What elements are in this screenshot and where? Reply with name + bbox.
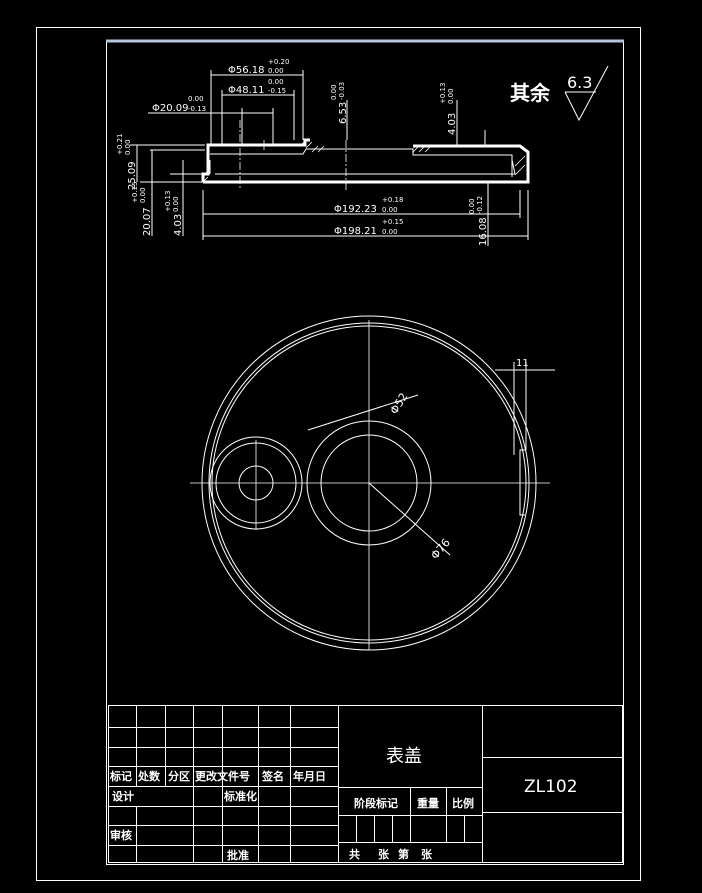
svg-text:处数: 处数 <box>137 769 161 783</box>
outer-border <box>36 27 641 881</box>
svg-text:+0.13: +0.13 <box>439 83 447 104</box>
svg-text:表盖: 表盖 <box>386 746 422 767</box>
svg-text:-0.03: -0.03 <box>338 82 346 100</box>
svg-text:+0.13: +0.13 <box>164 191 172 212</box>
svg-text:Φ48.11: Φ48.11 <box>228 85 265 96</box>
svg-text:年月日: 年月日 <box>293 769 326 783</box>
svg-text:分区: 分区 <box>168 769 190 783</box>
section-view <box>201 120 530 190</box>
svg-text:0.00: 0.00 <box>382 206 398 214</box>
svg-text:0.00: 0.00 <box>139 187 147 203</box>
svg-text:6.53: 6.53 <box>338 102 349 124</box>
svg-text:+0.18: +0.18 <box>382 196 403 204</box>
svg-text:Φ198.21: Φ198.21 <box>334 226 377 237</box>
svg-text:4.03: 4.03 <box>447 113 458 135</box>
svg-text:ZL102: ZL102 <box>524 777 578 797</box>
svg-text:0.00: 0.00 <box>268 78 284 86</box>
svg-text:设计: 设计 <box>112 789 134 803</box>
svg-text:审核: 审核 <box>110 828 132 842</box>
svg-text:0.00: 0.00 <box>188 95 204 103</box>
svg-text:Φ56.18: Φ56.18 <box>228 65 265 76</box>
svg-text:标准化: 标准化 <box>223 789 257 803</box>
svg-text:6.3: 6.3 <box>567 73 592 92</box>
svg-text:张: 张 <box>421 847 433 861</box>
svg-text:0.00: 0.00 <box>268 67 284 75</box>
svg-text:Φ76: Φ76 <box>428 536 453 562</box>
svg-text:-0.12: -0.12 <box>476 196 484 214</box>
svg-text:0.00: 0.00 <box>172 196 180 212</box>
svg-text:+0.21: +0.21 <box>116 134 124 155</box>
drawing-frame <box>106 40 624 865</box>
svg-text:其余: 其余 <box>510 81 551 105</box>
svg-text:20.07: 20.07 <box>142 207 153 236</box>
svg-text:签名: 签名 <box>261 769 284 783</box>
svg-text:0.00: 0.00 <box>447 88 455 104</box>
svg-text:更改文件号: 更改文件号 <box>195 769 250 783</box>
svg-text:Φ52: Φ52 <box>388 390 411 416</box>
svg-text:-0.15: -0.15 <box>268 87 286 95</box>
svg-text:+0.15: +0.15 <box>131 182 139 203</box>
svg-text:25.09: 25.09 <box>127 161 138 190</box>
svg-text:0.00: 0.00 <box>330 84 338 100</box>
svg-text:Φ192.23: Φ192.23 <box>334 204 377 215</box>
svg-text:16.08: 16.08 <box>478 217 489 246</box>
svg-text:第: 第 <box>398 847 409 861</box>
svg-text:0.00: 0.00 <box>382 228 398 236</box>
svg-text:重量: 重量 <box>417 796 439 810</box>
svg-text:阶段标记: 阶段标记 <box>354 796 398 810</box>
surface-finish-symbol: 其余 6.3 <box>510 65 609 122</box>
svg-text:共: 共 <box>349 847 360 861</box>
svg-text:标记: 标记 <box>109 769 132 783</box>
svg-text:11: 11 <box>516 358 529 369</box>
svg-text:4.03: 4.03 <box>173 214 184 236</box>
svg-text:-0.13: -0.13 <box>188 105 206 113</box>
svg-text:批准: 批准 <box>227 848 249 862</box>
svg-text:张: 张 <box>378 847 390 861</box>
plan-view <box>190 315 550 651</box>
section-dimensions: Φ56.18 +0.20 0.00 Φ48.11 0.00 -0.15 Φ20.… <box>116 58 529 246</box>
svg-text:Φ20.09: Φ20.09 <box>152 103 189 114</box>
svg-text:+0.20: +0.20 <box>268 58 289 66</box>
svg-text:0.00: 0.00 <box>468 198 476 214</box>
svg-text:比例: 比例 <box>452 796 474 810</box>
svg-text:0.00: 0.00 <box>124 139 132 155</box>
svg-text:+0.15: +0.15 <box>382 218 403 226</box>
title-block: 标记 处数 分区 更改文件号 签名 年月日 设计 标准化 审核 批准 表盖 ZL… <box>108 705 623 863</box>
